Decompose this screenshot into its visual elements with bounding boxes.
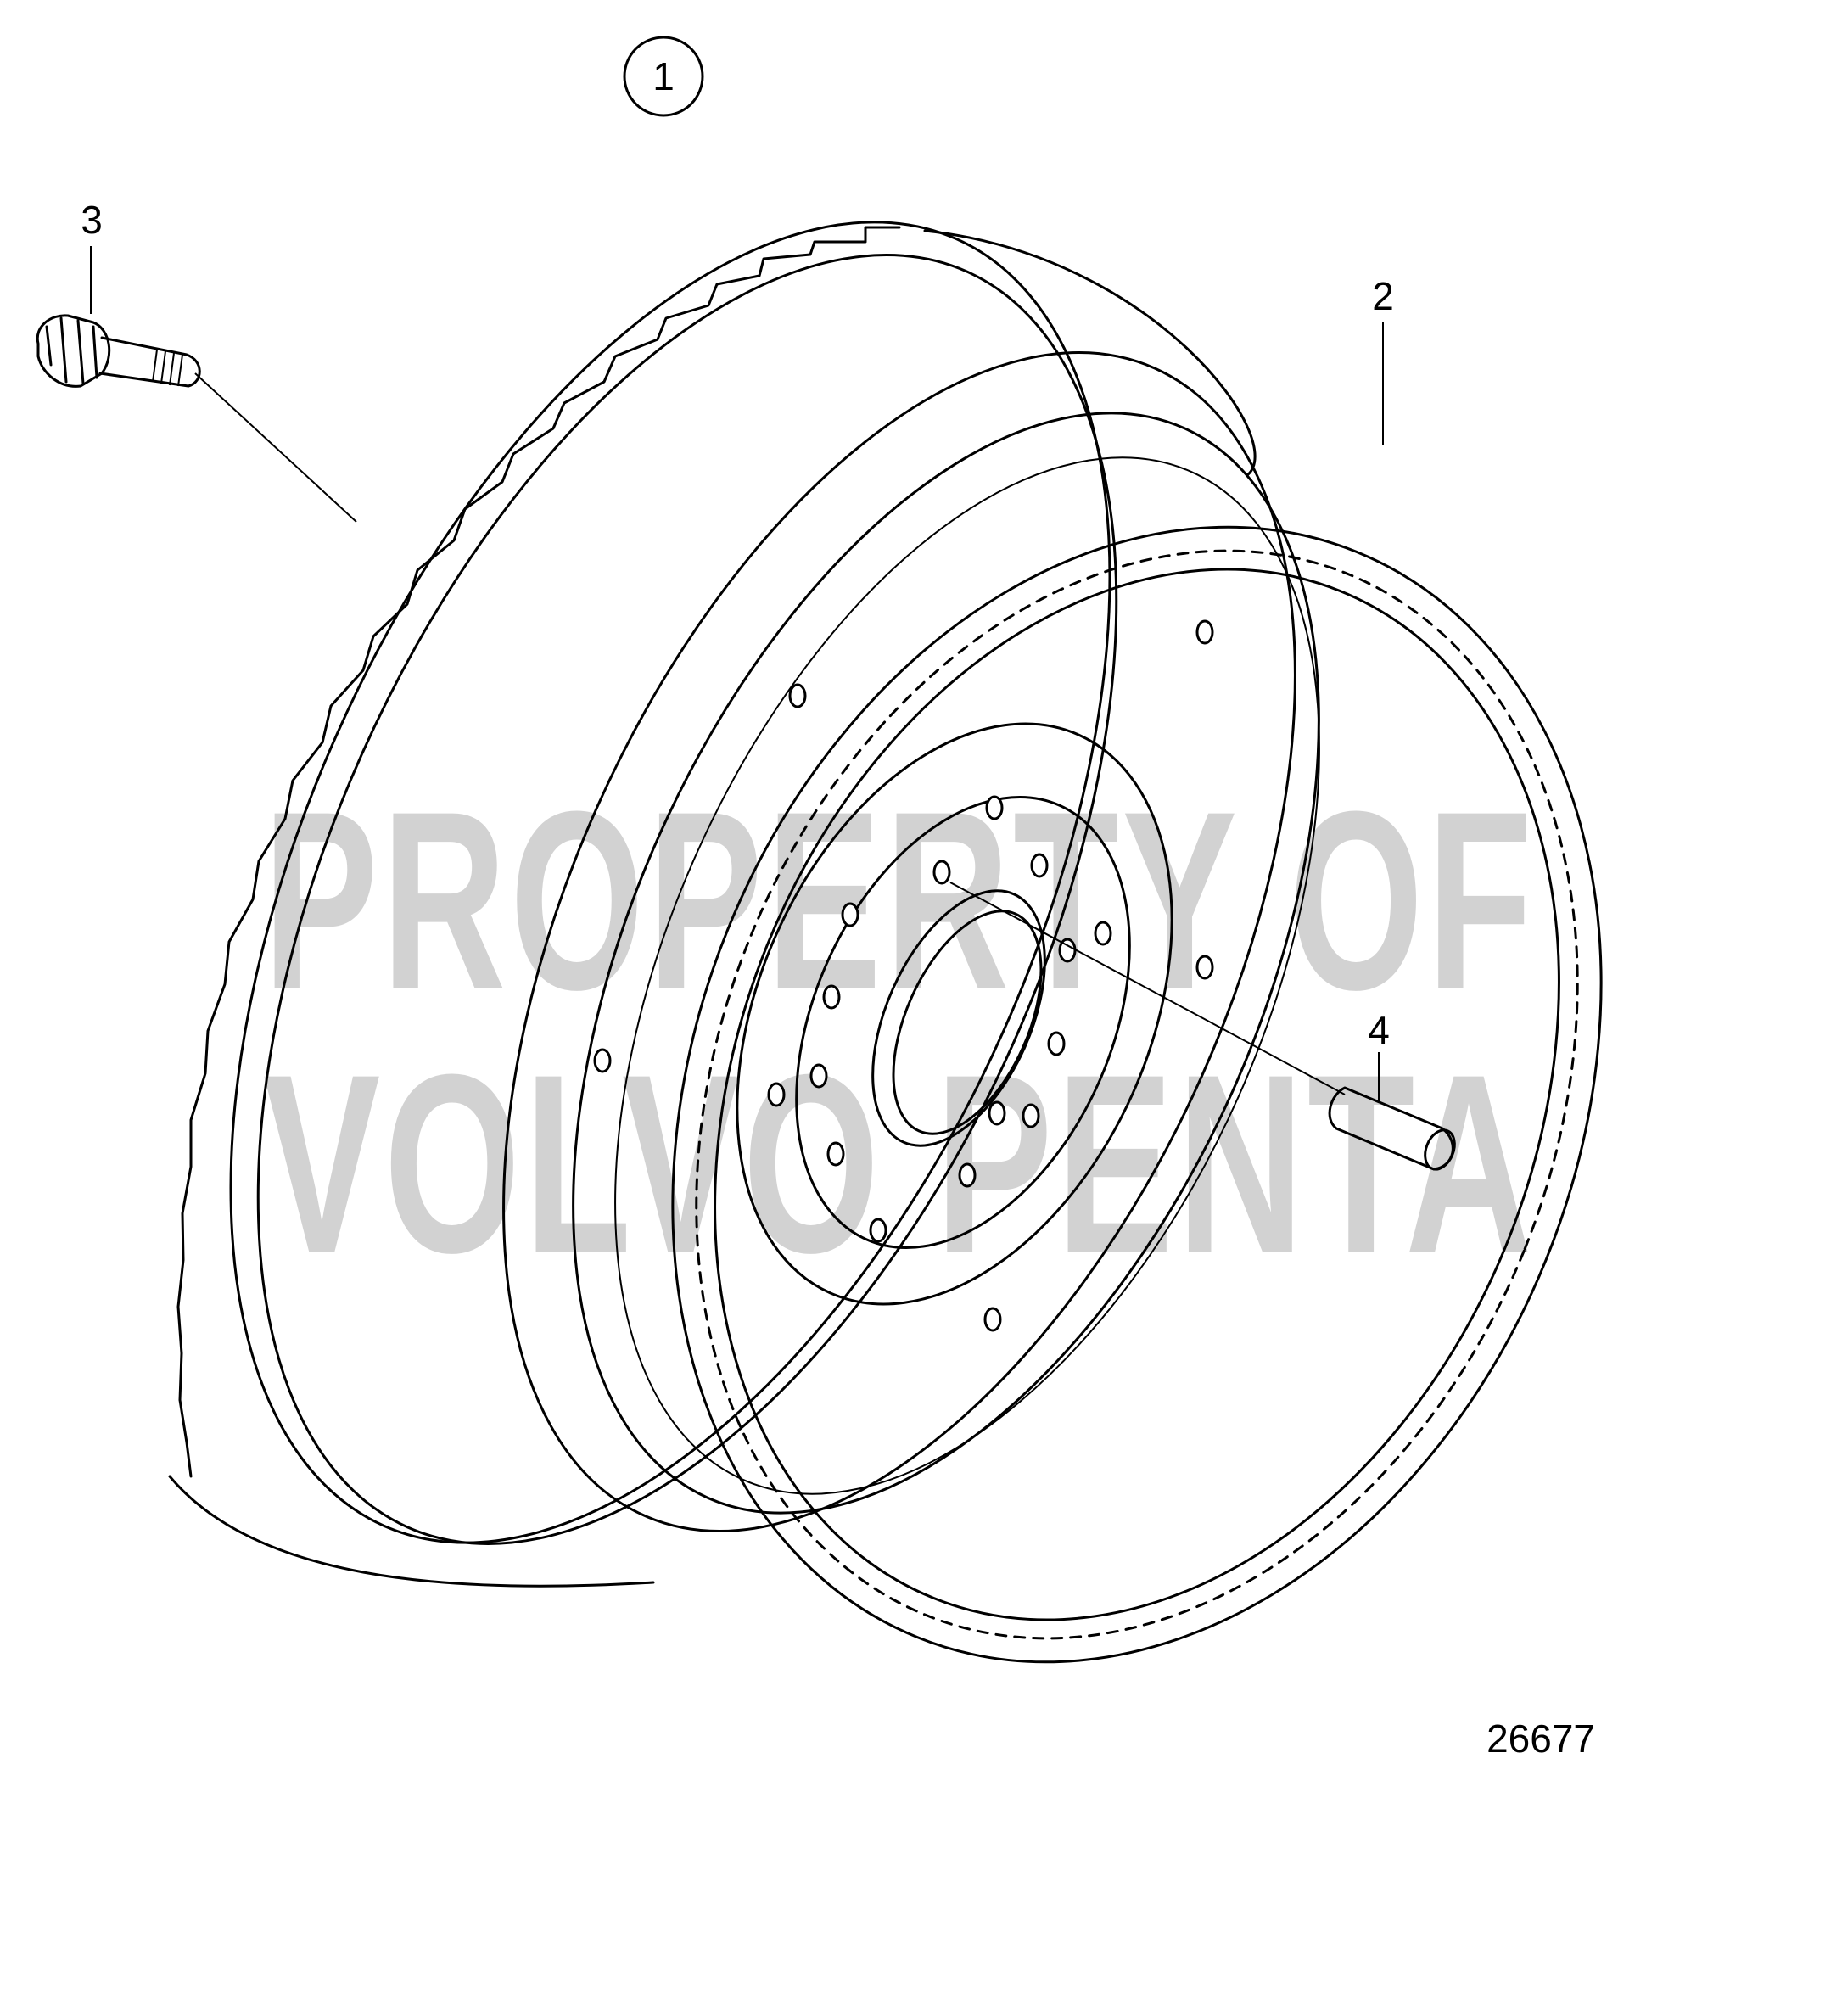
pin-leader-line xyxy=(949,882,1346,1095)
assembly-callout: 1 xyxy=(623,36,704,117)
assembly-callout-label: 1 xyxy=(652,54,675,98)
callout-ring-gear: 2 xyxy=(1372,274,1394,318)
bolt-part xyxy=(36,314,357,523)
flywheel-body xyxy=(168,221,1320,1588)
assembly-callout-circle xyxy=(623,36,704,117)
callout-bolt: 3 xyxy=(81,198,103,242)
bolt-holes xyxy=(593,619,1214,1332)
callout-pin: 4 xyxy=(1368,1008,1390,1052)
pin-part xyxy=(949,882,1456,1171)
watermark: PROPERTY OF VOLVO PENTA xyxy=(263,758,1536,1306)
ring-gear xyxy=(671,525,1603,1664)
watermark-line-2: VOLVO PENTA xyxy=(263,1021,1536,1306)
drawing-number: 26677 xyxy=(1486,1716,1595,1761)
bolt-leader-line xyxy=(194,372,357,523)
watermark-line-1: PROPERTY OF xyxy=(263,758,1536,1043)
flywheel-hub xyxy=(593,619,1214,1332)
